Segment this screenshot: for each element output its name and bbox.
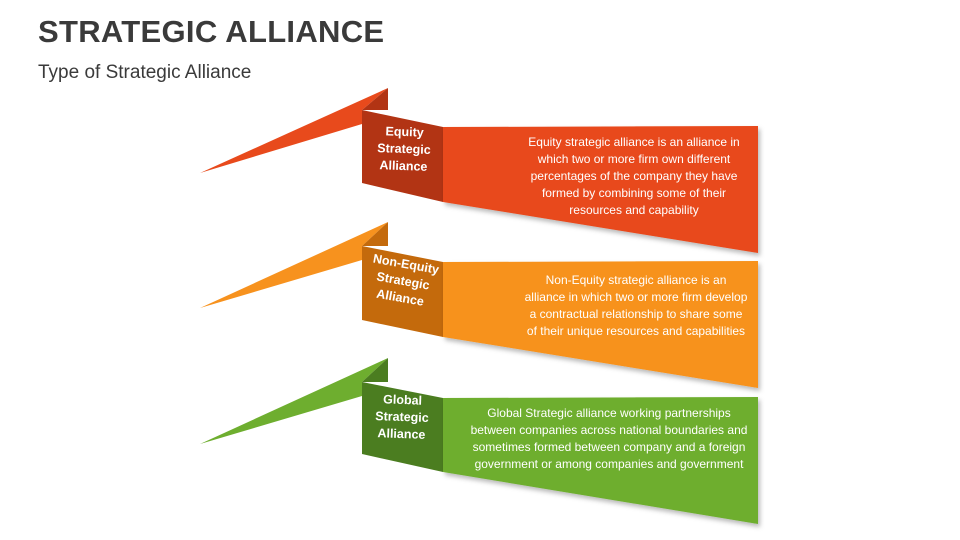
ribbon-equity-tail: [200, 88, 388, 173]
ribbon-equity-label-panel: [362, 110, 443, 202]
ribbon-equity-fold: [362, 88, 388, 110]
ribbon-non-equity-fold: [362, 222, 388, 246]
page-subtitle: Type of Strategic Alliance: [38, 62, 252, 83]
non-equity-description: Non-Equity strategic alliance is an alli…: [524, 273, 748, 338]
ribbon-global-label-panel: [362, 382, 443, 472]
ribbon-non-equity-description-panel: [443, 261, 758, 388]
global-description: Global Strategic alliance working partne…: [470, 406, 748, 471]
equity-label: Equity Strategic Alliance: [377, 124, 431, 174]
ribbon-non-equity-label-panel: [362, 246, 443, 337]
ribbon-equity-description-panel: [443, 126, 758, 253]
ribbon-global-tail: [200, 358, 388, 444]
equity-description: Equity strategic alliance is an alliance…: [528, 135, 740, 217]
page-title: STRATEGIC ALLIANCE: [38, 14, 385, 49]
ribbon-global-fold: [362, 358, 388, 382]
ribbon-equity: [200, 88, 758, 253]
ribbon-non-equity: [200, 222, 758, 388]
ribbon-non-equity-tail: [200, 222, 388, 308]
ribbon-global-description-panel: [443, 397, 758, 524]
global-label: Global Strategic Alliance: [375, 392, 429, 442]
ribbon-global: [200, 358, 758, 524]
